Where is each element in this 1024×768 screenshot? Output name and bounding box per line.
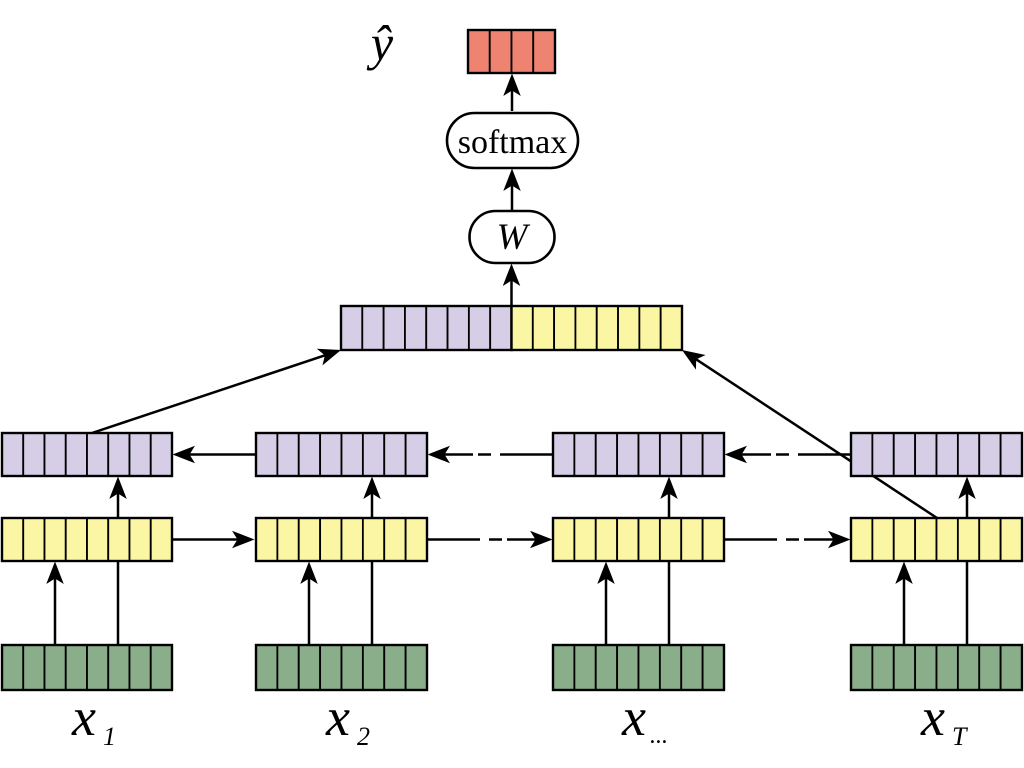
input-embedding-2 (254, 643, 429, 692)
backward-state-1 (0, 431, 174, 478)
softmax-label: softmax (458, 124, 568, 161)
forward-state-2 (254, 516, 429, 563)
input-embedding-3 (551, 643, 726, 692)
forward-final-to-concat-arrow (681, 349, 938, 520)
softmax-node (445, 111, 580, 170)
prediction-label: ŷ (366, 15, 394, 71)
forward-state-4 (849, 516, 1024, 563)
input-embedding-4 (849, 643, 1024, 692)
backward-state-4 (849, 431, 1024, 478)
weight-node (468, 209, 556, 265)
backward-state-2 (254, 431, 429, 478)
output-vector (466, 28, 557, 75)
input-label-3: x... (621, 687, 668, 749)
connections (46, 73, 976, 645)
forward-state-1 (0, 516, 174, 563)
concat-forward-half (510, 304, 684, 352)
weight-label: W (497, 217, 531, 258)
backward-state-3 (551, 431, 726, 478)
backward-final-to-concat-arrow (91, 348, 342, 435)
forward-state-3 (551, 516, 726, 563)
input-embedding-1 (0, 643, 174, 692)
concat-backward-half (339, 304, 513, 352)
